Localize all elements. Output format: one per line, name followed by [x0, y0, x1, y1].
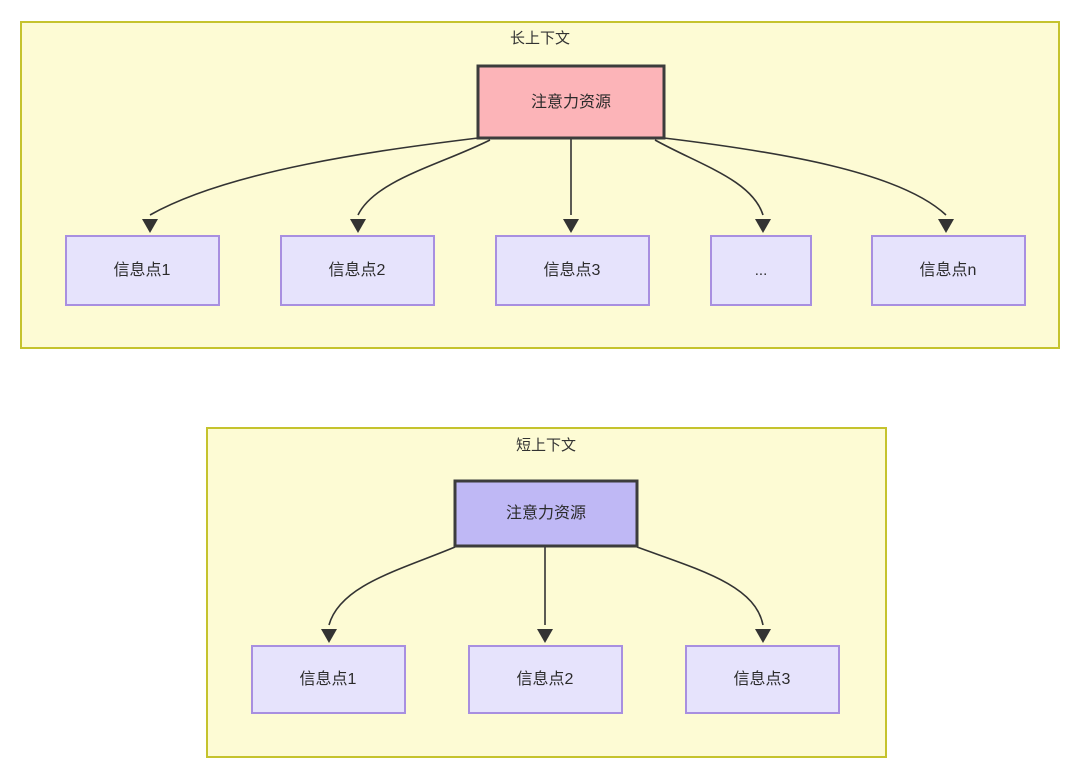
node-info-point-n-long-box[interactable] — [871, 235, 1026, 306]
node-ellipsis-long-label: ... — [755, 262, 768, 279]
panel-long-context: 长上下文 注意力资源 信息点1 — [20, 21, 1060, 349]
node-attention-resource-short-label: 注意力资源 — [506, 503, 586, 522]
node-attention-resource-short-box[interactable] — [453, 479, 639, 548]
panel-short-context: 短上下文 注意力资源 信息点1 信息点2 — [206, 427, 887, 758]
edge-root-to-info-1 — [149, 137, 479, 216]
node-info-point-3-short-box[interactable] — [685, 645, 840, 714]
node-info-point-n-long[interactable]: 信息点n — [871, 235, 1026, 306]
node-info-point-1-short-label: 信息点1 — [300, 670, 357, 688]
node-info-point-2-long-label: 信息点2 — [329, 261, 386, 279]
node-info-point-2-short-label: 信息点2 — [517, 670, 574, 688]
node-info-point-3-long-label: 信息点3 — [544, 261, 601, 279]
panel-long-context-title: 长上下文 — [510, 30, 570, 47]
edge-root-to-ellipsis — [654, 139, 764, 216]
node-info-point-2-short[interactable]: 信息点2 — [468, 645, 623, 714]
edge-root-to-info-3-short — [636, 546, 764, 626]
node-info-point-3-long-box[interactable] — [495, 235, 650, 306]
edge-root-to-info-n — [663, 137, 947, 216]
node-info-point-1-long[interactable]: 信息点1 — [65, 235, 220, 306]
node-ellipsis-long[interactable]: ... — [710, 235, 812, 306]
edge-root-to-info-1-short — [328, 546, 456, 626]
node-info-point-3-long[interactable]: 信息点3 — [495, 235, 650, 306]
node-ellipsis-long-box[interactable] — [710, 235, 812, 306]
node-attention-resource-long[interactable]: 注意力资源 — [476, 64, 666, 140]
arrowhead-icon — [755, 629, 771, 643]
arrowhead-icon — [537, 629, 553, 643]
node-attention-resource-short[interactable]: 注意力资源 — [453, 479, 639, 548]
arrowhead-icon — [350, 219, 366, 233]
arrowhead-icon — [321, 629, 337, 643]
panel-short-context-title: 短上下文 — [516, 437, 576, 454]
node-info-point-1-short-box[interactable] — [251, 645, 406, 714]
node-attention-resource-long-label: 注意力资源 — [531, 92, 611, 111]
node-info-point-n-long-label: 信息点n — [920, 261, 977, 279]
node-info-point-2-long-box[interactable] — [280, 235, 435, 306]
node-info-point-3-short-label: 信息点3 — [734, 670, 791, 688]
edge-root-to-info-2 — [357, 139, 491, 216]
node-info-point-1-long-label: 信息点1 — [114, 261, 171, 279]
arrowhead-icon — [563, 219, 579, 233]
node-info-point-1-short[interactable]: 信息点1 — [251, 645, 406, 714]
node-attention-resource-long-box[interactable] — [476, 64, 666, 140]
node-info-point-3-short[interactable]: 信息点3 — [685, 645, 840, 714]
arrowhead-icon — [142, 219, 158, 233]
node-info-point-2-short-box[interactable] — [468, 645, 623, 714]
node-info-point-1-long-box[interactable] — [65, 235, 220, 306]
arrowhead-icon — [938, 219, 954, 233]
node-info-point-2-long[interactable]: 信息点2 — [280, 235, 435, 306]
arrowhead-icon — [755, 219, 771, 233]
